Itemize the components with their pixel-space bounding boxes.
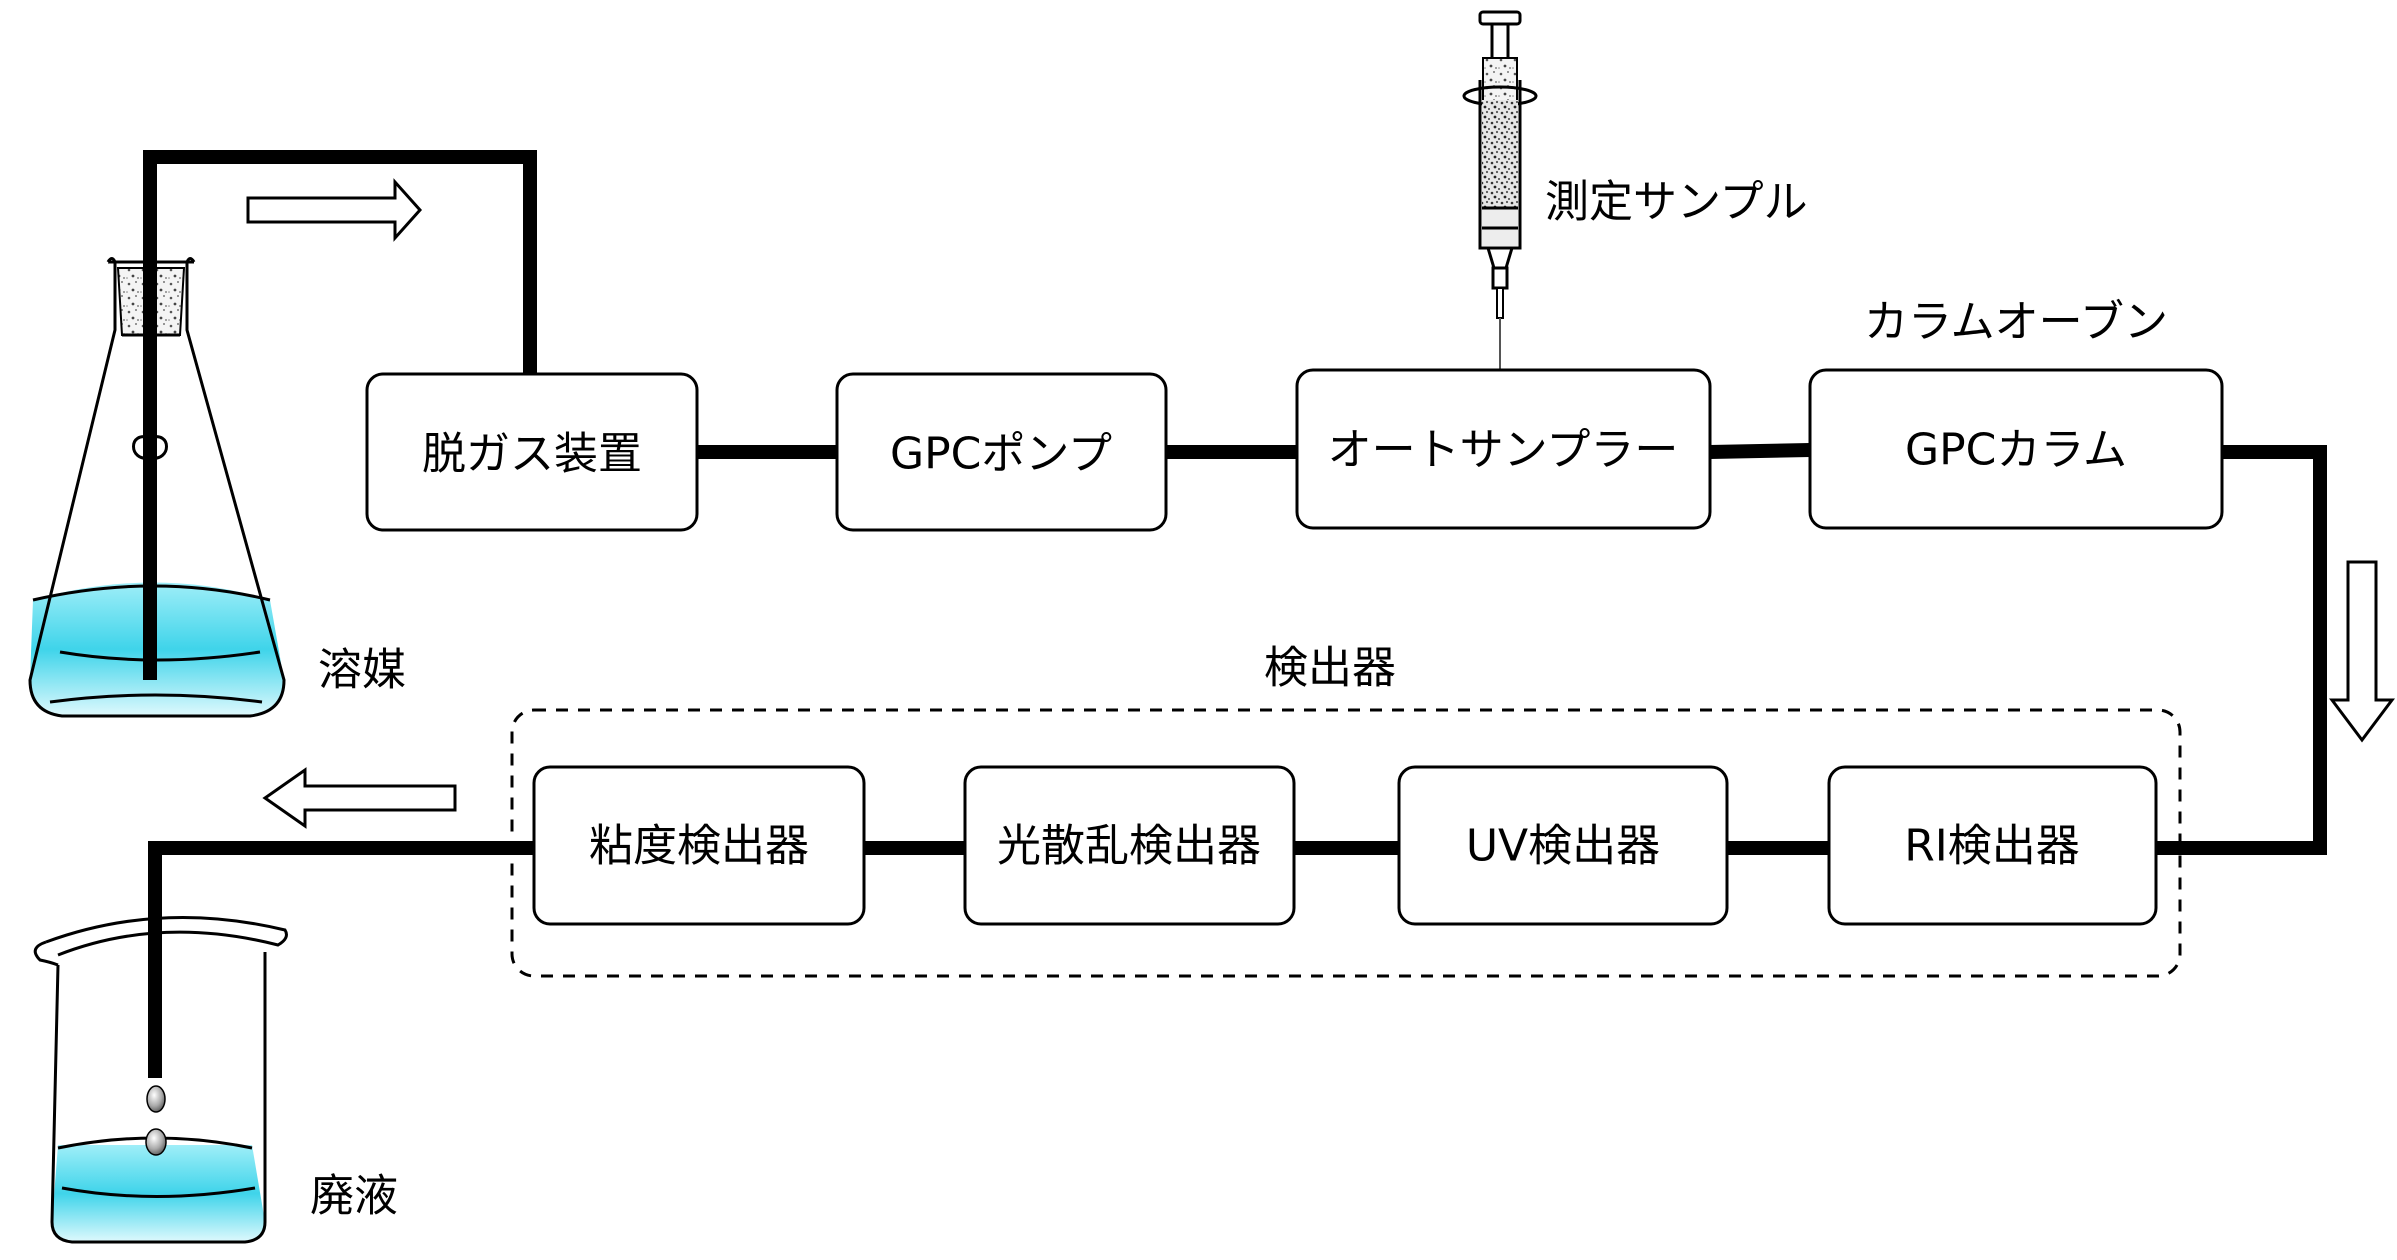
column-oven-label: カラムオーブン: [1864, 297, 2168, 348]
waste-drop-upper: [146, 1085, 166, 1113]
waste-drop-lower: [145, 1128, 167, 1156]
light-scattering-detector-box: 光散乱検出器: [963, 765, 1296, 926]
viscosity-detector-box: 粘度検出器: [532, 765, 866, 926]
ri-detector-box: RI検出器: [1827, 765, 2158, 926]
detector-group-frame: [510, 708, 2182, 978]
light-scattering-detector-label: 光散乱検出器: [997, 821, 1261, 872]
flow-arrow-left-icon: [262, 767, 457, 829]
pump-box: GPCポンプ: [835, 372, 1168, 532]
pipe-to-waste: [148, 841, 534, 1078]
pump-label: GPCポンプ: [890, 429, 1112, 480]
flow-arrow-right-icon: [246, 178, 423, 242]
uv-detector-label: UV検出器: [1466, 821, 1660, 872]
autosampler-label: オートサンプラー: [1328, 425, 1679, 476]
degasser-label: 脱ガス装置: [422, 429, 642, 480]
column-label: GPCカラム: [1905, 425, 2127, 476]
ri-detector-label: RI検出器: [1904, 821, 2080, 872]
detectors-group-label: 検出器: [1264, 643, 1396, 694]
sample-label: 測定サンプル: [1545, 177, 1808, 228]
column-box: GPCカラム: [1808, 368, 2224, 530]
pipe-column-to-ri: [2156, 445, 2327, 855]
degasser-box: 脱ガス装置: [365, 372, 699, 532]
autosampler-box: オートサンプラー: [1295, 368, 1712, 530]
viscosity-detector-label: 粘度検出器: [589, 821, 809, 872]
pipe-autosampler-to-column: [1709, 443, 1811, 459]
uv-detector-box: UV検出器: [1397, 765, 1729, 926]
solvent-label: 溶媒: [318, 645, 406, 696]
syringe-icon: [1462, 10, 1538, 390]
waste-label: 廃液: [310, 1171, 398, 1222]
flow-arrow-down-icon: [2329, 560, 2395, 743]
